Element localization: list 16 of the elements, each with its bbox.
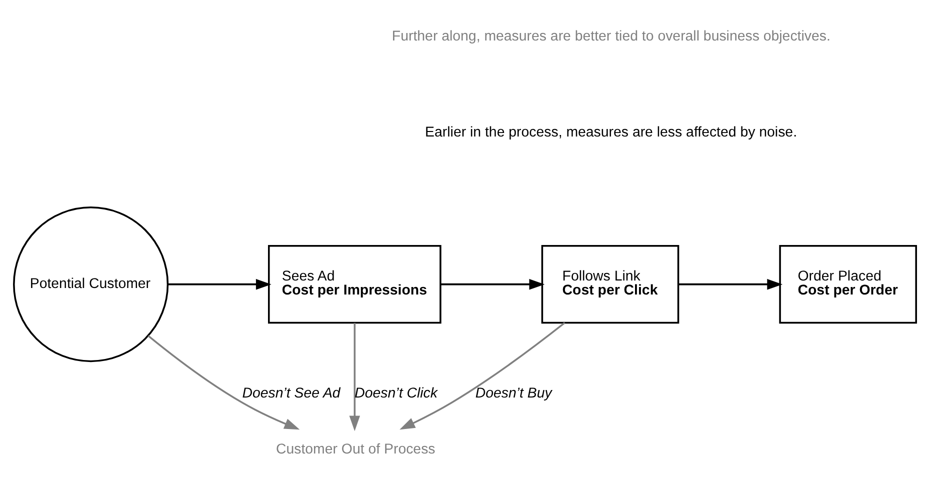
arrow: [678, 278, 782, 290]
arrow: [168, 278, 271, 290]
node-circle: Potential Customer: [12, 206, 168, 362]
label: Further along, measures are better tied to overall business objectives.: [391, 28, 830, 44]
label: Earlier in the process, measures are less affected by noise.: [424, 124, 797, 140]
node-box: Follows Link Cost per Click: [540, 244, 679, 324]
arrow: [399, 322, 565, 430]
edge-label: Doesn’t Click: [354, 384, 437, 401]
arrow: [348, 322, 360, 431]
edge-label: Doesn’t Buy: [474, 384, 552, 401]
arrow: [440, 278, 544, 290]
edge-label: Doesn’t See Ad: [242, 384, 340, 401]
arrow: [147, 334, 300, 430]
node-box: Sees Ad Cost per Impressions: [268, 244, 441, 324]
node-box: Order Placed Cost per Order: [778, 244, 916, 324]
node-text: Customer Out of Process: [275, 441, 435, 458]
